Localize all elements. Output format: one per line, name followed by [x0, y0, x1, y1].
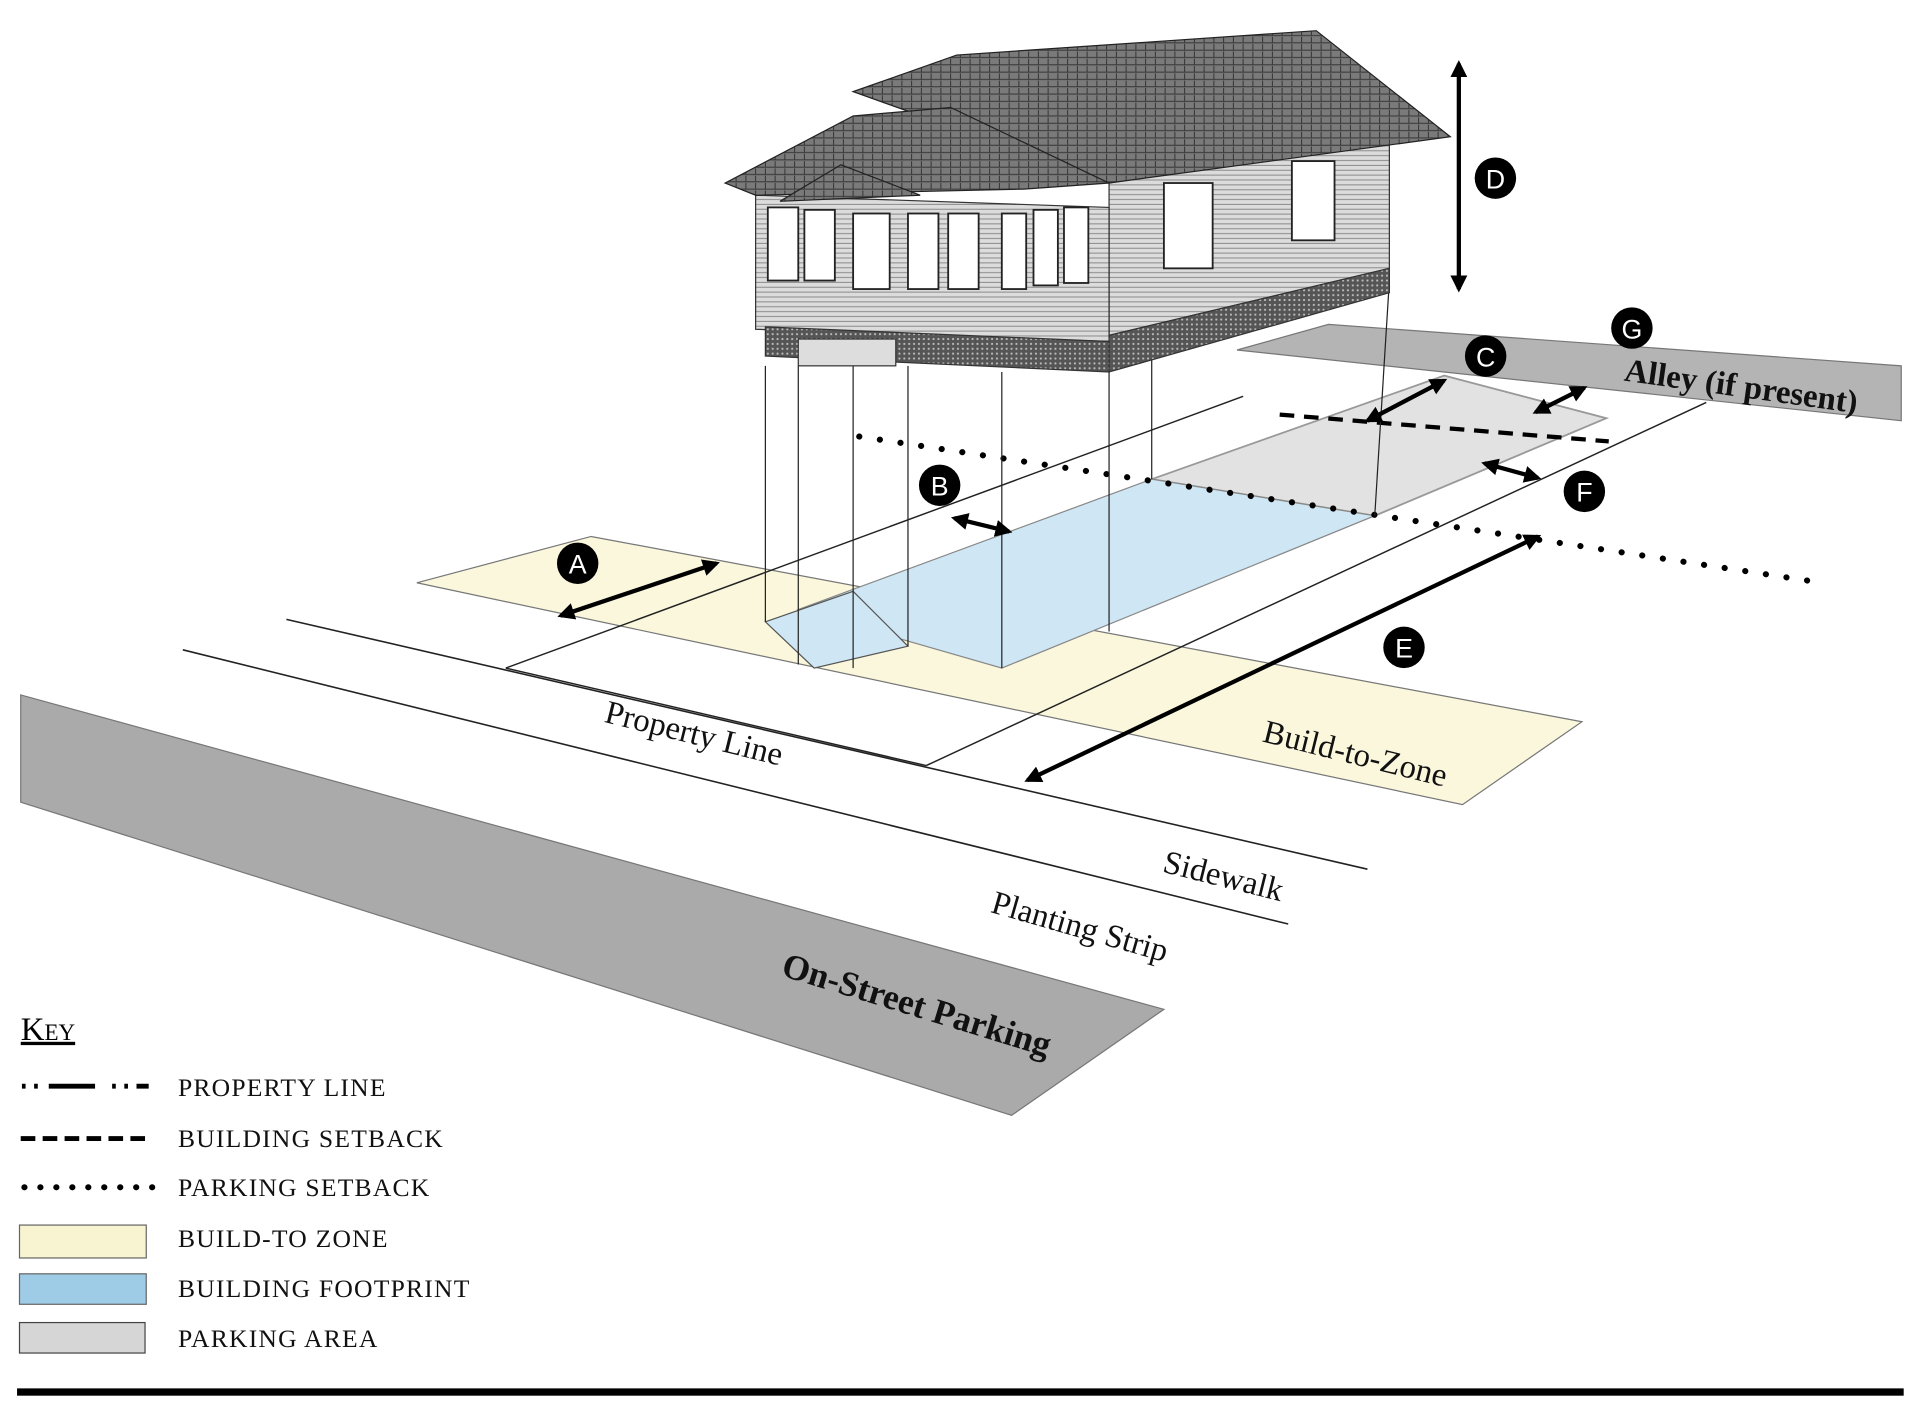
parking-setback-line	[856, 433, 1826, 586]
dimension-arrow-b	[950, 513, 1013, 537]
svg-text:B: B	[931, 472, 949, 502]
planting-strip-label: Planting Strip	[987, 885, 1172, 970]
svg-text:A: A	[569, 550, 587, 580]
dimension-arrow-a	[557, 559, 720, 620]
property-line-front	[505, 667, 927, 767]
house-entry-gable	[779, 164, 921, 202]
marker-a: A	[556, 542, 599, 584]
key-legend: Key PROPERTY LINE BUILDING SETBACK PARKI…	[18, 1012, 471, 1354]
house-windows	[766, 160, 1336, 290]
dimension-arrow-f	[1481, 458, 1542, 483]
marker-c: C	[1464, 335, 1507, 377]
key-label-property-line: PROPERTY LINE	[178, 1073, 387, 1102]
planting-strip-edge-line	[182, 649, 1289, 925]
house-illustration	[723, 30, 1452, 373]
marker-e: E	[1383, 626, 1425, 669]
on-street-parking-area	[20, 694, 1166, 1117]
marker-b: B	[918, 464, 961, 506]
svg-text:E: E	[1395, 634, 1413, 664]
sidewalk-edge-line	[286, 618, 1368, 870]
key-label-building-setback: BUILDING SETBACK	[178, 1124, 444, 1153]
svg-text:F: F	[1576, 478, 1592, 508]
key-title: Key	[21, 1012, 76, 1048]
dimension-arrows	[557, 60, 1588, 783]
sidewalk-label: Sidewalk	[1160, 844, 1288, 909]
dimension-arrow-g	[1532, 385, 1588, 415]
key-label-building-footprint: BUILDING FOOTPRINT	[178, 1274, 471, 1303]
dimension-arrow-c	[1364, 378, 1448, 423]
marker-d: D	[1474, 157, 1517, 199]
building-setback-line	[1279, 412, 1609, 444]
key-label-parking-area: PARKING AREA	[178, 1324, 379, 1353]
key-label-parking-setback: PARKING SETBACK	[178, 1173, 431, 1202]
property-line-label: Property Line	[601, 695, 786, 774]
svg-text:C: C	[1476, 342, 1495, 372]
key-label-build-to-zone: BUILD-TO ZONE	[178, 1224, 389, 1253]
house-porch-roof	[723, 106, 1112, 196]
house-foundation-front	[764, 326, 1110, 373]
key-swatch-build-to-zone	[18, 1224, 147, 1259]
key-swatch-parking-area	[18, 1321, 146, 1354]
alley-area	[1236, 323, 1902, 422]
dimension-arrow-e	[1024, 534, 1542, 783]
bottom-rule	[17, 1388, 1904, 1396]
marker-f: F	[1563, 470, 1606, 513]
svg-text:D: D	[1486, 164, 1505, 194]
house-stairs	[797, 338, 897, 367]
property-line-side-left	[505, 395, 1244, 669]
svg-text:G: G	[1621, 314, 1642, 344]
marker-g: G	[1611, 307, 1653, 349]
key-swatch-building-footprint	[18, 1273, 147, 1305]
